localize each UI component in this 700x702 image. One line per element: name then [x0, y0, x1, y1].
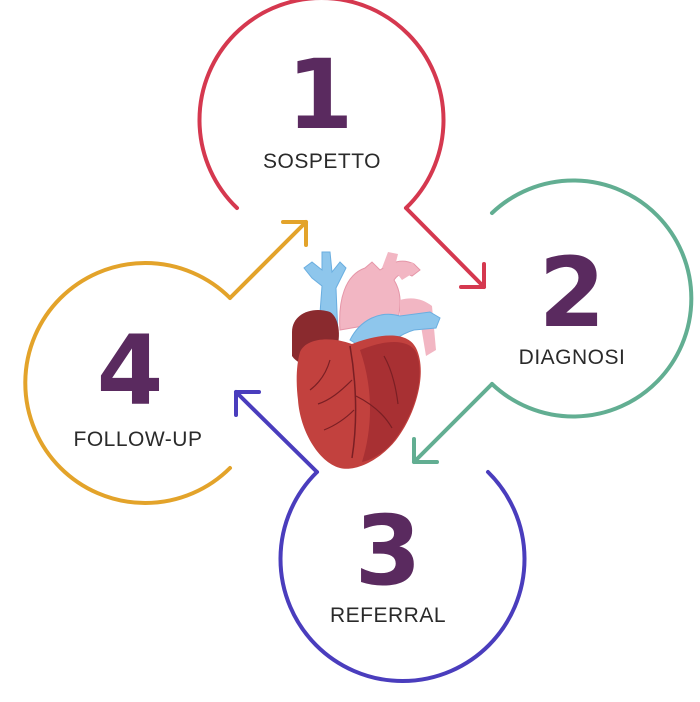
step-4-number: 4 [97, 315, 164, 427]
step-4-follow-up: 4 FOLLOW-UP [23, 220, 308, 505]
arrow-2-to-3 [412, 382, 494, 464]
step-2-ring [490, 178, 694, 419]
step-2-label: DIAGNOSI [519, 346, 626, 369]
arrowhead-1-to-2 [459, 262, 486, 289]
arrowhead-2-to-3 [412, 437, 439, 464]
step-4-label: FOLLOW-UP [74, 428, 203, 451]
step-2-diagnosi: 2 DIAGNOSI [412, 178, 694, 464]
arrow-4-to-1 [228, 220, 308, 300]
anatomical-heart-icon [292, 251, 441, 469]
arrow-3-to-4 [234, 390, 319, 474]
step-1-sospetto: 1 SOSPETTO [197, 0, 486, 289]
step-3-label: REFERRAL [330, 604, 446, 627]
step-3-number: 3 [355, 495, 422, 607]
step-3-referral: 3 REFERRAL [234, 390, 527, 683]
step-1-label: SOSPETTO [263, 150, 381, 173]
arrowhead-4-to-1 [281, 220, 308, 247]
arrow-1-to-2 [404, 206, 486, 289]
arrowhead-3-to-4 [234, 390, 261, 417]
step-1-number: 1 [287, 39, 354, 151]
step-4-ring [23, 261, 232, 505]
step-1-ring [197, 0, 446, 210]
step-2-number: 2 [539, 237, 606, 349]
step-3-ring [278, 470, 527, 683]
